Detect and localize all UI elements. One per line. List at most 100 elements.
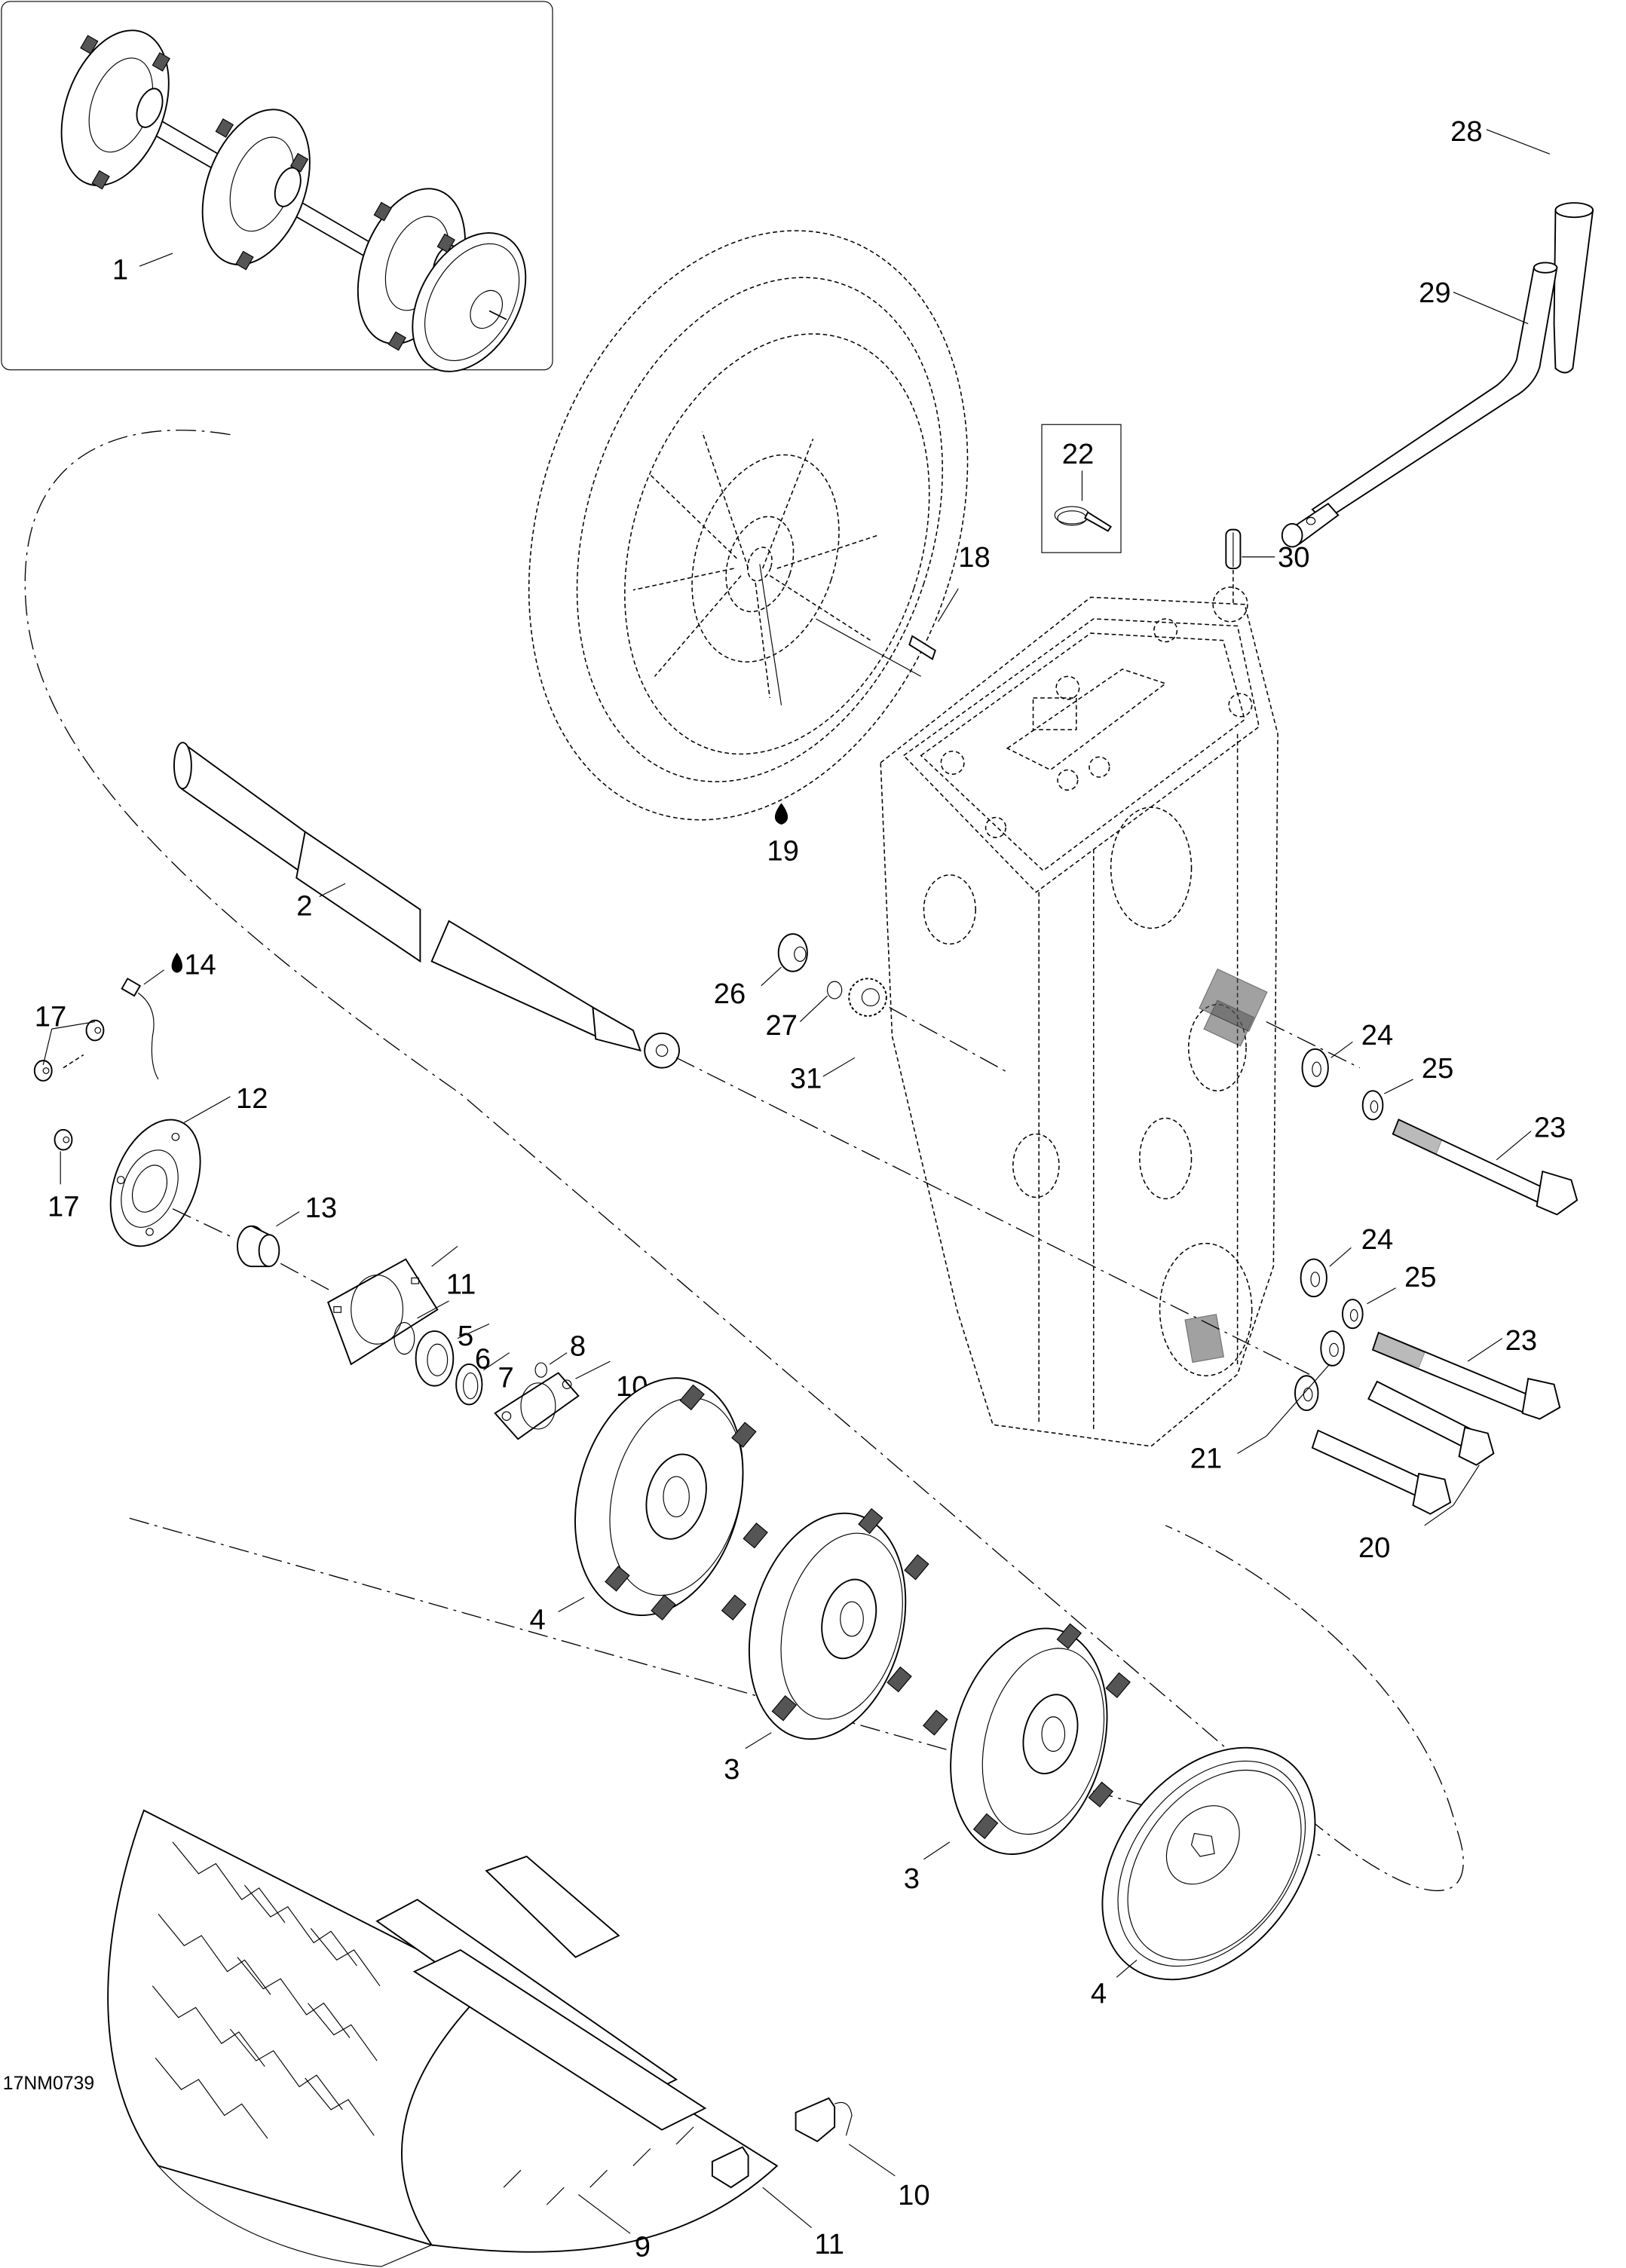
part-23-bolt-upper[interactable] [1392, 1119, 1579, 1216]
leader-21 [1237, 1435, 1267, 1454]
part-9-track[interactable] [107, 1809, 779, 2267]
callout-29[interactable]: 29 [1419, 277, 1450, 309]
leader-25b [1367, 1287, 1396, 1305]
drawing-code: 17NM0739 [3, 2074, 94, 2094]
leader-17a [51, 1021, 96, 1030]
part-17-nut-b[interactable] [33, 1060, 53, 1082]
leader-24b [1329, 1247, 1352, 1267]
callout-23b[interactable]: 23 [1505, 1324, 1537, 1357]
callout-7[interactable]: 7 [498, 1362, 513, 1394]
leader-16 [143, 969, 164, 985]
leader-23a [1496, 1131, 1532, 1161]
callout-23a[interactable]: 23 [1534, 1111, 1566, 1143]
callout-18[interactable]: 18 [958, 541, 990, 574]
part-20-bolt-a[interactable] [1367, 1380, 1495, 1466]
axis-housing [172, 1208, 234, 1238]
leader-18 [938, 588, 959, 623]
part-17-nut-c[interactable] [54, 1128, 73, 1151]
part-14-bearing-housing[interactable] [93, 1106, 218, 1259]
leader-2 [319, 883, 346, 897]
callout-25b[interactable]: 25 [1404, 1261, 1436, 1293]
part-29-crank-handle[interactable] [1281, 262, 1558, 548]
callout-30[interactable]: 30 [1278, 541, 1309, 574]
callout-10[interactable]: 10 [898, 2179, 929, 2211]
part-25-lockwasher-lower[interactable] [1342, 1299, 1364, 1330]
part-27-o-ring[interactable] [827, 981, 843, 999]
leader-1 [139, 253, 173, 267]
callout-17b[interactable]: 17 [47, 1190, 79, 1223]
callout-22[interactable]: 22 [1062, 438, 1094, 470]
leader-5 [417, 1300, 449, 1319]
part-23-bolt-lower[interactable] [1371, 1331, 1561, 1420]
callout-28[interactable]: 28 [1450, 115, 1482, 148]
leader-17a2 [42, 1028, 53, 1065]
part-2-drive-shaft[interactable] [173, 742, 680, 1069]
part-24-washer-lower[interactable] [1300, 1258, 1327, 1298]
shaft-spline-gear [644, 1032, 680, 1069]
callout-16[interactable]: 14 [184, 949, 216, 981]
axis-shaft [675, 1057, 1310, 1375]
part-20-bolt-b[interactable] [1311, 1429, 1452, 1515]
callout-27[interactable]: 27 [766, 1009, 798, 1042]
callout-9[interactable]: 9 [635, 2231, 651, 2263]
callout-21[interactable]: 21 [1190, 1442, 1222, 1474]
oil-drop-icon [774, 803, 789, 825]
kit-box-22[interactable]: 22 [1041, 424, 1122, 553]
part-7-shim[interactable] [455, 1364, 483, 1406]
callout-25a[interactable]: 25 [1422, 1052, 1453, 1085]
callout-24a[interactable]: 24 [1361, 1019, 1393, 1051]
part-24-washer-upper[interactable] [1301, 1048, 1329, 1088]
leader-19 [759, 564, 782, 705]
callout-3a[interactable]: 3 [724, 1753, 740, 1786]
part-25-lockwasher-upper[interactable] [1361, 1090, 1384, 1121]
callout-5[interactable]: 5 [458, 1320, 473, 1352]
part-13-plate[interactable] [327, 1258, 439, 1366]
part-10-slider-clip[interactable] [795, 2097, 853, 2143]
leader-20b [1453, 1465, 1480, 1506]
callout-4b[interactable]: 4 [1091, 1978, 1107, 2010]
leader-23b [1467, 1338, 1503, 1362]
inset-assembly-panel: 1 [1, 1, 553, 392]
part-26-nut[interactable] [777, 933, 808, 972]
callout-19[interactable]: 19 [767, 835, 798, 868]
leader-31 [822, 1057, 856, 1077]
part-5-circlip[interactable] [393, 1322, 415, 1355]
part-4-end-sprocket-left[interactable] [550, 1359, 769, 1634]
callout-31[interactable]: 31 [790, 1062, 822, 1094]
callout-8[interactable]: 8 [570, 1330, 586, 1363]
part-17-nut-a[interactable] [85, 1019, 105, 1042]
part-6-bearing[interactable] [415, 1330, 455, 1387]
part-15-bearing-collar[interactable] [237, 1225, 280, 1268]
callout-13[interactable]: 11 [446, 1268, 476, 1300]
leader-3a [745, 1732, 772, 1749]
part-28-grip[interactable] [1553, 202, 1594, 374]
part-21-washer-a[interactable] [1320, 1330, 1345, 1367]
callout-11[interactable]: 11 [814, 2228, 844, 2260]
assembled-drive-axle[interactable] [41, 16, 549, 392]
callout-17a[interactable]: 17 [35, 1000, 66, 1033]
gearbox-output-spline [1199, 968, 1268, 1032]
callout-15[interactable]: 13 [305, 1192, 337, 1224]
callout-24b[interactable]: 24 [1361, 1223, 1393, 1256]
callout-2[interactable]: 2 [296, 889, 312, 922]
leader-20 [1424, 1504, 1454, 1526]
callout-4a[interactable]: 4 [529, 1603, 545, 1636]
part-3-sprocket-right[interactable] [923, 1611, 1131, 1872]
part-3-sprocket-middle[interactable] [721, 1495, 929, 1756]
part-16-grease-fitting[interactable] [121, 978, 159, 1080]
leader-24a [1331, 1041, 1353, 1058]
leader-10 [848, 2144, 896, 2177]
part-4-end-wheel-right[interactable] [1058, 1706, 1358, 2021]
callout-14[interactable]: 12 [236, 1082, 268, 1115]
part-12-flange-plate[interactable] [494, 1372, 580, 1440]
part-30-roll-pin[interactable] [1225, 528, 1242, 570]
part-11-slider-clip[interactable] [711, 2146, 749, 2189]
callout-1[interactable]: 1 [112, 253, 128, 286]
part-31-sprocket-gear[interactable] [848, 978, 887, 1017]
part-18-key[interactable] [908, 635, 936, 660]
callout-3b[interactable]: 3 [904, 1862, 920, 1895]
part-8-o-ring[interactable] [534, 1362, 547, 1378]
callout-26[interactable]: 26 [714, 978, 746, 1010]
callout-20[interactable]: 20 [1358, 1532, 1390, 1564]
